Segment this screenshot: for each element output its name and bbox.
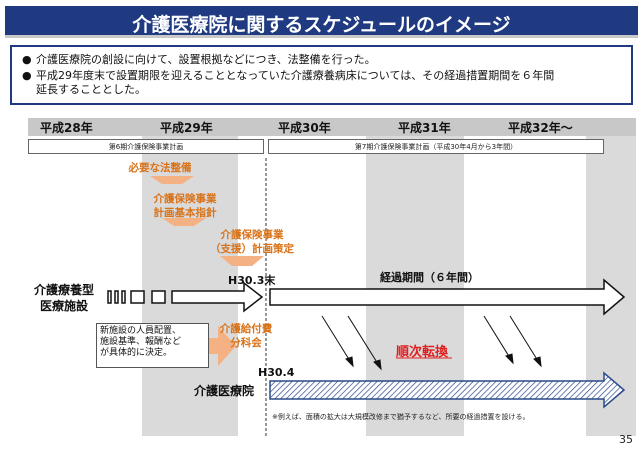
year-label: 平成28年 xyxy=(40,121,93,135)
step-guideline-line2: 計画基本指針 xyxy=(153,207,217,219)
step-plan-line1: 介護保険事業 xyxy=(220,229,284,241)
note-line: 施設基準、報酬など xyxy=(100,337,182,347)
year-label: 平成29年 xyxy=(160,121,213,135)
bullet-item-continued: 延長することとした。 xyxy=(36,83,146,96)
orange-arrow xyxy=(208,326,236,366)
year-label: 平成32年〜 xyxy=(508,121,573,135)
bullet-dot-icon: ● xyxy=(22,69,32,82)
conversion-arrows xyxy=(321,315,542,371)
step-fee-line2: 分科会 xyxy=(230,337,262,349)
facility-square xyxy=(121,290,126,304)
year-label: 平成31年 xyxy=(398,121,451,135)
plan-box-sixth: 第6期介護保険事業計画 xyxy=(28,139,264,154)
orange-chevron xyxy=(162,218,206,226)
footnote: ※例えば、面積の拡大は大規模改修まで猶予するなど、所要の経過措置を設ける。 xyxy=(272,413,530,421)
orange-chevron xyxy=(150,176,194,184)
facility-square xyxy=(130,290,145,304)
step-guideline-line1: 介護保険事業 xyxy=(153,193,217,205)
milestone-h303: H30.3末 xyxy=(228,274,276,287)
step-fee-line1: 介護給付費 xyxy=(219,323,273,335)
bullet-dot-icon: ● xyxy=(22,53,32,66)
summary-box: ●介護医療院の創設に向けて、設置根拠などにつき、法整備を行った。 ●平成29年度… xyxy=(10,45,633,105)
facility-square xyxy=(151,290,166,304)
transition-period-label: 経過期間（６年間） xyxy=(380,271,479,284)
ryoyo-label-line2: 医療施設 xyxy=(40,299,89,313)
facility-square xyxy=(114,290,119,304)
year-label: 平成30年 xyxy=(278,121,331,135)
note-line: 新施設の人員配置、 xyxy=(100,326,182,336)
year-band xyxy=(28,118,636,136)
bullet-item: ●介護医療院の創設に向けて、設置根拠などにつき、法整備を行った。 xyxy=(22,53,376,66)
note-box: 新施設の人員配置、 施設基準、報酬など が具体的に決定。 xyxy=(96,323,209,368)
milestone-h304: H30.4 xyxy=(258,366,295,379)
orange-chevron xyxy=(220,256,264,266)
bullet-item: ●平成29年度末で設置期限を迎えることとなっていた介護療養病床については、その経… xyxy=(22,69,555,82)
page-title: 介護医療院に関するスケジュールのイメージ xyxy=(132,14,511,36)
note-line: が具体的に決定。 xyxy=(100,348,173,358)
column-shade xyxy=(142,118,238,436)
ryoyo-label-line1: 介護療養型 xyxy=(34,283,95,297)
step-law: 必要な法整備 xyxy=(128,162,192,174)
iryoin-arrow xyxy=(269,371,626,409)
page-number: 35 xyxy=(619,433,633,446)
ryoyo-arrow xyxy=(171,281,264,313)
facility-square xyxy=(107,290,112,304)
plan-box-seventh: 第7期介護保険事業計画（平成30年4月から3年間） xyxy=(268,139,604,154)
conversion-label: 順次転換 xyxy=(396,345,449,360)
step-plan-line2: （支援）計画策定 xyxy=(210,243,294,255)
title-bar: 介護医療院に関するスケジュールのイメージ xyxy=(5,6,638,38)
iryoin-label: 介護医療院 xyxy=(194,384,255,398)
transition-period-arrow xyxy=(269,278,626,316)
